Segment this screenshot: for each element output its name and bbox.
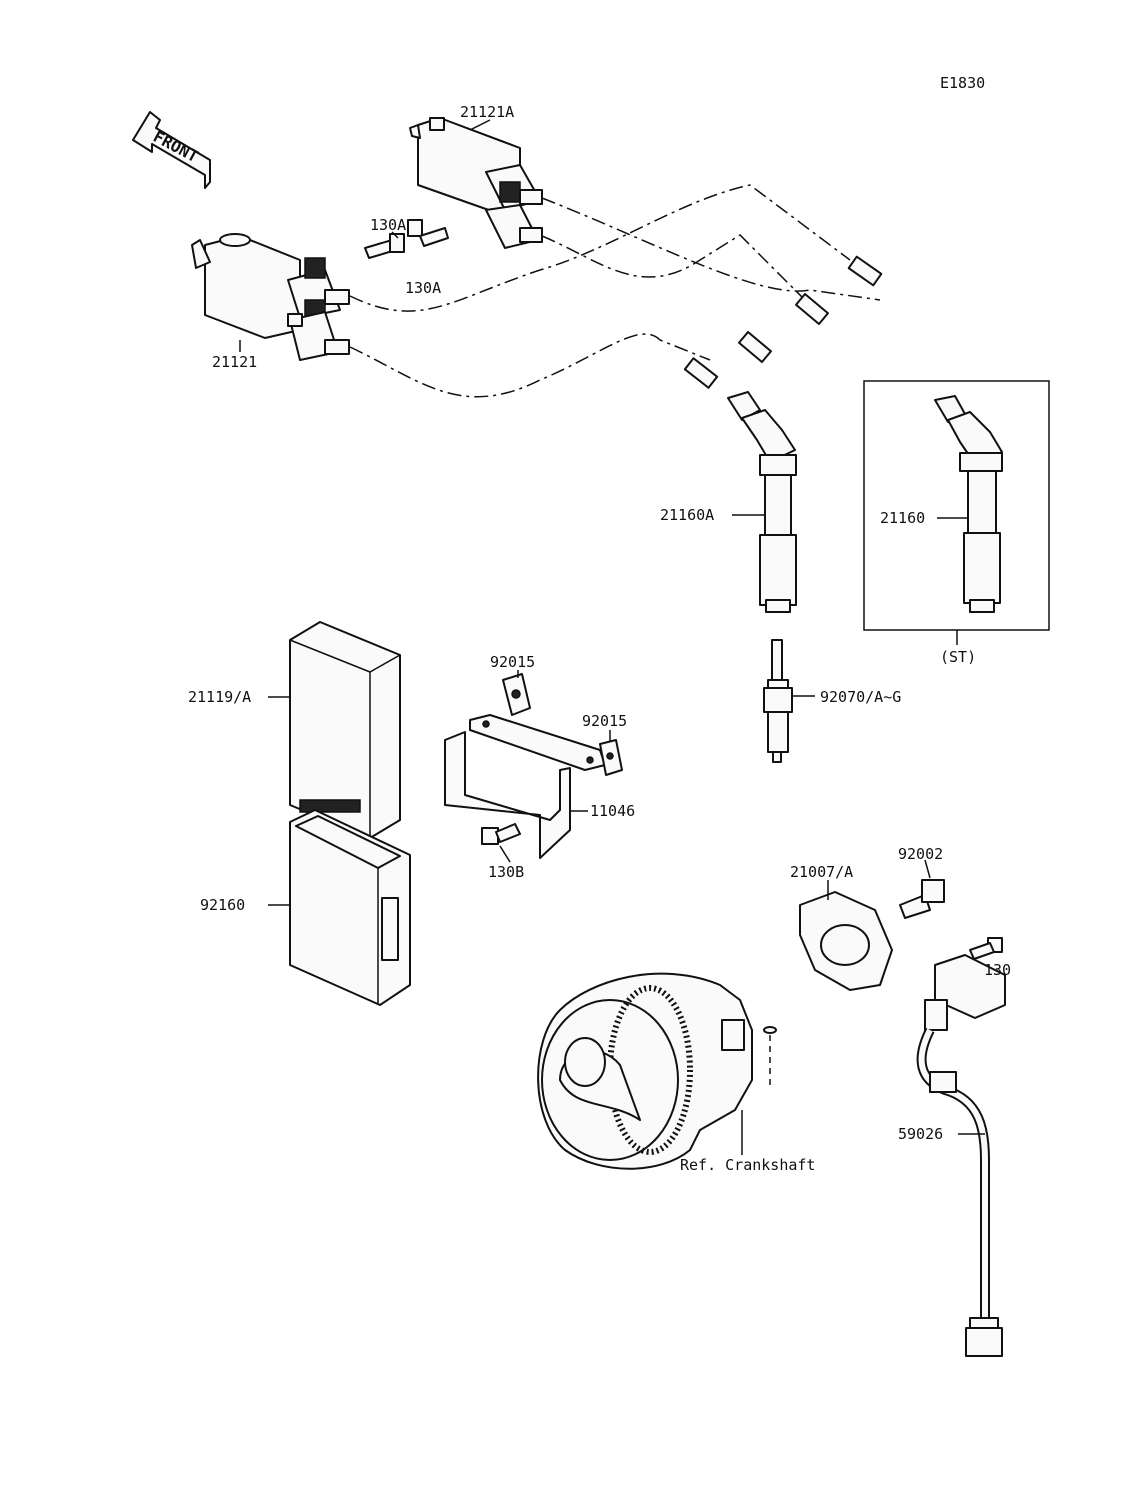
leader-21121a	[469, 119, 491, 131]
bolt-130b	[481, 823, 521, 845]
label-crankshaft-ref: Ref. Crankshaft	[680, 1156, 815, 1174]
ht-lead-2	[541, 234, 811, 306]
front-arrow-icon: FRONT	[132, 111, 211, 189]
lead-terminal-4	[683, 357, 719, 389]
timing-rotor	[799, 891, 893, 991]
lead-terminal-3	[738, 330, 772, 364]
leader-130a-upper	[391, 231, 399, 239]
label-plug-cap-st: 21160	[880, 509, 925, 527]
plug-cap-st	[934, 395, 1003, 613]
ht-lead-3	[349, 184, 851, 312]
label-ignition-coil-a: 21121A	[460, 103, 514, 121]
clip-lower	[599, 739, 623, 776]
label-plug-cap-a: 21160A	[660, 506, 714, 524]
label-igniter: 21119/A	[188, 688, 251, 706]
pickup-bolt	[969, 937, 1003, 960]
leader-92002	[924, 859, 931, 879]
front-arrow-label: FRONT	[150, 127, 201, 166]
plug-cap-a	[727, 391, 797, 613]
pickup-coil	[916, 954, 1006, 1357]
label-bolt-130b: 130B	[488, 863, 524, 881]
label-pickup-coil: 59026	[898, 1125, 943, 1143]
label-ignition-coil: 21121	[212, 353, 257, 371]
clip-upper	[502, 673, 531, 716]
label-bolt-130a-upper: 130A	[370, 216, 406, 234]
bolt-130a-lower	[407, 219, 449, 247]
ignition-coil-a	[409, 117, 543, 249]
crankshaft-alternator	[537, 972, 777, 1170]
label-timing-rotor: 21007/A	[790, 863, 853, 881]
label-spark-plug: 92070/A~G	[820, 688, 901, 706]
label-st-note: (ST)	[940, 648, 976, 666]
label-pickup-bolt: 130	[984, 961, 1011, 979]
bolt-130a-upper	[364, 233, 405, 259]
igniter-case	[289, 809, 411, 1006]
diagram-code: E1830	[940, 74, 985, 92]
label-bolt-130a-lower: 130A	[405, 279, 441, 297]
label-igniter-case: 92160	[200, 896, 245, 914]
lead-terminal-1	[847, 255, 883, 287]
label-clip-lower: 92015	[582, 712, 627, 730]
ht-lead-4	[349, 333, 711, 398]
leader-130b	[499, 845, 511, 863]
label-rotor-bolt: 92002	[898, 845, 943, 863]
igniter	[289, 621, 401, 839]
label-bracket: 11046	[590, 802, 635, 820]
rotor-bolt	[899, 879, 945, 919]
label-clip-upper: 92015	[490, 653, 535, 671]
ignition-coil	[191, 233, 350, 361]
lead-terminal-2	[795, 292, 829, 326]
spark-plug	[763, 639, 793, 763]
ht-lead-1	[541, 197, 881, 301]
bracket	[444, 714, 606, 859]
